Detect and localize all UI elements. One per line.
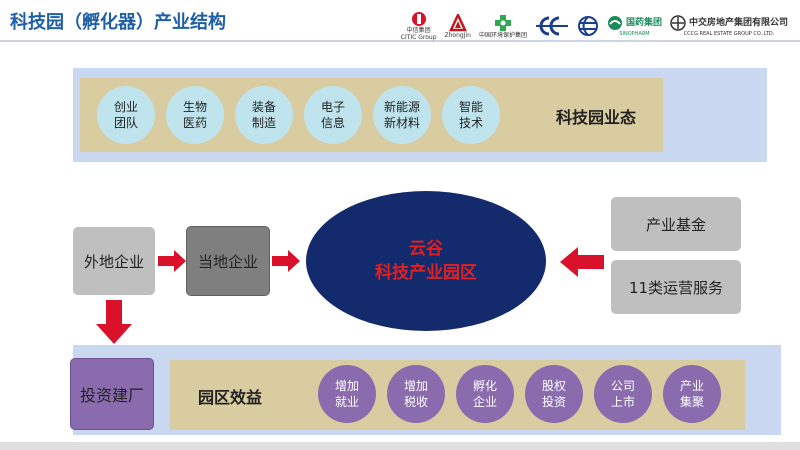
benefit-item: 孵化 企业: [456, 365, 514, 423]
industry-section-label: 科技园业态: [556, 108, 637, 127]
page-title: 科技园（孵化器）产业结构: [10, 12, 226, 33]
benefit-item: 产业 集聚: [663, 365, 721, 423]
green-group-logo: 中国环境保护集团: [479, 14, 527, 39]
benefit-section-label: 园区效益: [198, 388, 263, 407]
cccg-logo-text: 中交房地产集团有限公司: [688, 18, 788, 28]
arrow-left-icon: [560, 247, 604, 277]
invest-factory-box: 投资建厂: [70, 358, 154, 430]
center-title-line2: 科技产业园区: [375, 263, 477, 283]
arrow-right-icon: [272, 250, 300, 272]
benefit-item: 增加 税收: [387, 365, 445, 423]
cc-logo: [535, 15, 569, 37]
citic-logo-text: 中信集团: [406, 27, 431, 34]
yungu-park-ellipse: 云谷 科技产业园区: [306, 191, 546, 331]
industry-item: 装备 制造: [235, 86, 293, 144]
green-group-logo-text: 中国环境保护集团: [478, 31, 527, 39]
local-company-box: 当地企业: [186, 226, 270, 296]
partner-logos: 中信集团 CITIC Group ZhongJin 中国环境保护集团: [401, 10, 788, 42]
citic-emblem-icon: [411, 12, 426, 26]
industry-item: 电子 信息: [304, 86, 362, 144]
industry-item: 智能 技术: [442, 86, 500, 144]
industry-item: 新能源 新材料: [373, 86, 431, 144]
zhongjin-logo-text: ZhongJin: [444, 31, 471, 39]
globe-logo: [577, 15, 599, 37]
operation-services-box: 11类运营服务: [611, 260, 741, 314]
benefit-item: 公司 上市: [594, 365, 652, 423]
center-title-line1: 云谷: [409, 239, 443, 259]
benefit-item: 增加 就业: [318, 365, 376, 423]
arrow-right-icon: [158, 250, 186, 272]
sinopharm-logo-text: 国药集团: [625, 18, 662, 28]
globe-emblem-icon: [577, 16, 598, 36]
footer-strip: [0, 442, 800, 450]
sinopharm-emblem-icon: [607, 16, 622, 30]
outside-company-box: 外地企业: [73, 227, 155, 295]
cccg-logo: 中交房地产集团有限公司 CCCG REAL ESTATE GROUP CO.,L…: [670, 15, 788, 37]
zhongjin-emblem-icon: [448, 13, 467, 31]
cccg-logo-text-en: CCCG REAL ESTATE GROUP CO.,LTD.: [683, 31, 775, 37]
arrow-down-icon: [96, 300, 132, 344]
header-divider: [0, 40, 800, 42]
zhongjin-logo: ZhongJin: [444, 13, 471, 39]
industry-item: 生物 医药: [166, 86, 224, 144]
industry-fund-box: 产业基金: [611, 197, 741, 251]
cccg-emblem-icon: [670, 15, 686, 31]
green-cross-icon: [494, 14, 511, 31]
industry-item: 创业 团队: [97, 86, 155, 144]
benefit-item: 股权 投资: [525, 365, 583, 423]
citic-logo-text-en: CITIC Group: [400, 34, 437, 41]
citic-logo: 中信集团 CITIC Group: [401, 11, 437, 41]
sinopharm-logo: 国药集团 SINOPHARM: [607, 15, 662, 37]
sinopharm-logo-text-en: SINOPHARM: [619, 31, 650, 37]
cc-emblem-icon: [535, 16, 568, 36]
